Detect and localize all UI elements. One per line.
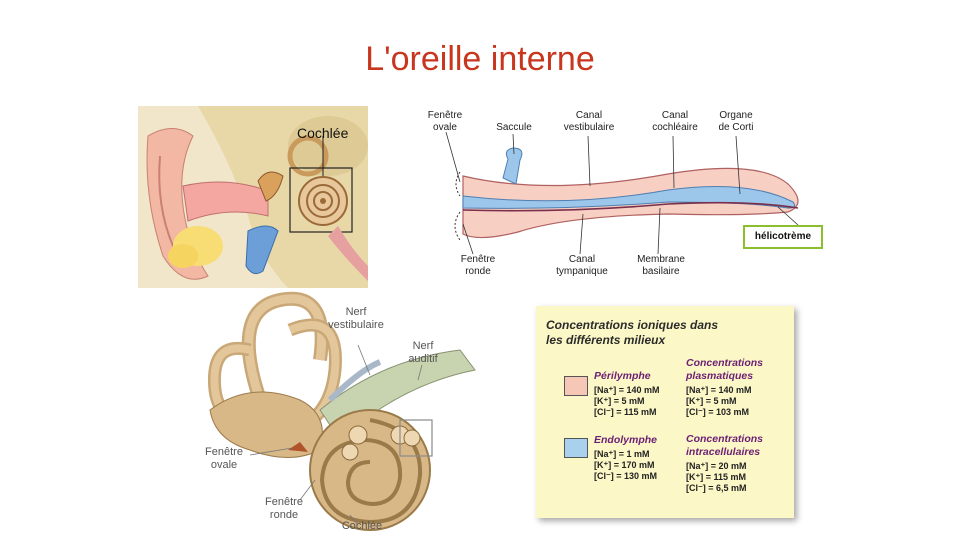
endolymphe-heading: Endolymphe — [594, 434, 658, 446]
label-organe-corti: Organe de Corti — [718, 110, 754, 133]
box-title: Concentrations ioniques dans les différe… — [546, 318, 719, 347]
label-fenetre-ovale-2: Fenêtre ovale — [205, 446, 243, 471]
intracellulaires-cl: [Cl⁻] = 6,5 mM — [686, 483, 747, 493]
label-saccule: Saccule — [496, 122, 532, 133]
plasmatiques-na: [Na⁺] = 140 mM — [686, 385, 752, 395]
label-fenetre-ronde-2: Fenêtre ronde — [265, 496, 303, 521]
plasmatiques-k: [K⁺] = 5 mM — [686, 396, 737, 406]
label-canal-cochleaire: Canal cochléaire — [652, 110, 698, 133]
plasmatiques-cl: [Cl⁻] = 103 mM — [686, 407, 750, 417]
perilymphe-heading: Périlymphe — [594, 370, 651, 382]
label-canal-tympanique: Canal tympanique — [556, 254, 608, 277]
ionic-concentrations-box: Concentrations ioniques dans les différe… — [536, 306, 794, 518]
intracellulaires-na: [Na⁺] = 20 mM — [686, 461, 747, 471]
inner-ear-labyrinth-illustration: Nerf vestibulaire Nerf auditif Fenêtre o… — [190, 290, 520, 540]
perilymphe-swatch — [564, 376, 588, 396]
plasmatiques-heading: Concentrations plasmatiques — [686, 357, 764, 382]
perilymphe-na: [Na⁺] = 140 mM — [594, 385, 660, 395]
label-canal-vestibulaire: Canal vestibulaire — [563, 110, 615, 133]
label-membrane-basilaire: Membrane basilaire — [637, 254, 685, 277]
intracellulaires-heading: Concentrations intracellulaires — [686, 433, 764, 458]
label-fenetre-ovale: Fenêtre ovale — [427, 110, 463, 133]
endolymphe-swatch — [564, 438, 588, 458]
perilymphe-k: [K⁺] = 5 mM — [594, 396, 645, 406]
label-nerf-vestibulaire: Nerf vestibulaire — [328, 306, 384, 331]
endolymphe-na: [Na⁺] = 1 mM — [594, 449, 650, 459]
ear-drawing — [138, 106, 368, 288]
cochlea-canal-drawing — [445, 131, 799, 255]
endolymphe-cl: [Cl⁻] = 130 mM — [594, 471, 658, 481]
intracellulaires-k: [K⁺] = 115 mM — [686, 472, 747, 482]
page-title: L'oreille interne — [365, 40, 595, 78]
endolymphe-k: [K⁺] = 170 mM — [594, 460, 655, 470]
label-cochlee: Cochlée — [341, 520, 383, 532]
label-fenetre-ronde: Fenêtre ronde — [460, 254, 496, 277]
labyrinth-drawing — [207, 291, 476, 531]
helicotreme-label: hélicotrème — [743, 225, 823, 249]
label-nerf-auditif: Nerf auditif — [408, 340, 438, 365]
cochlea-label: Cochlée — [297, 125, 349, 141]
perilymphe-cl: [Cl⁻] = 115 mM — [594, 407, 657, 417]
outer-ear-illustration: Cochlée — [138, 106, 368, 288]
uncoiled-cochlea-diagram: Fenêtre ovale Saccule Canal vestibulaire… — [368, 104, 828, 288]
